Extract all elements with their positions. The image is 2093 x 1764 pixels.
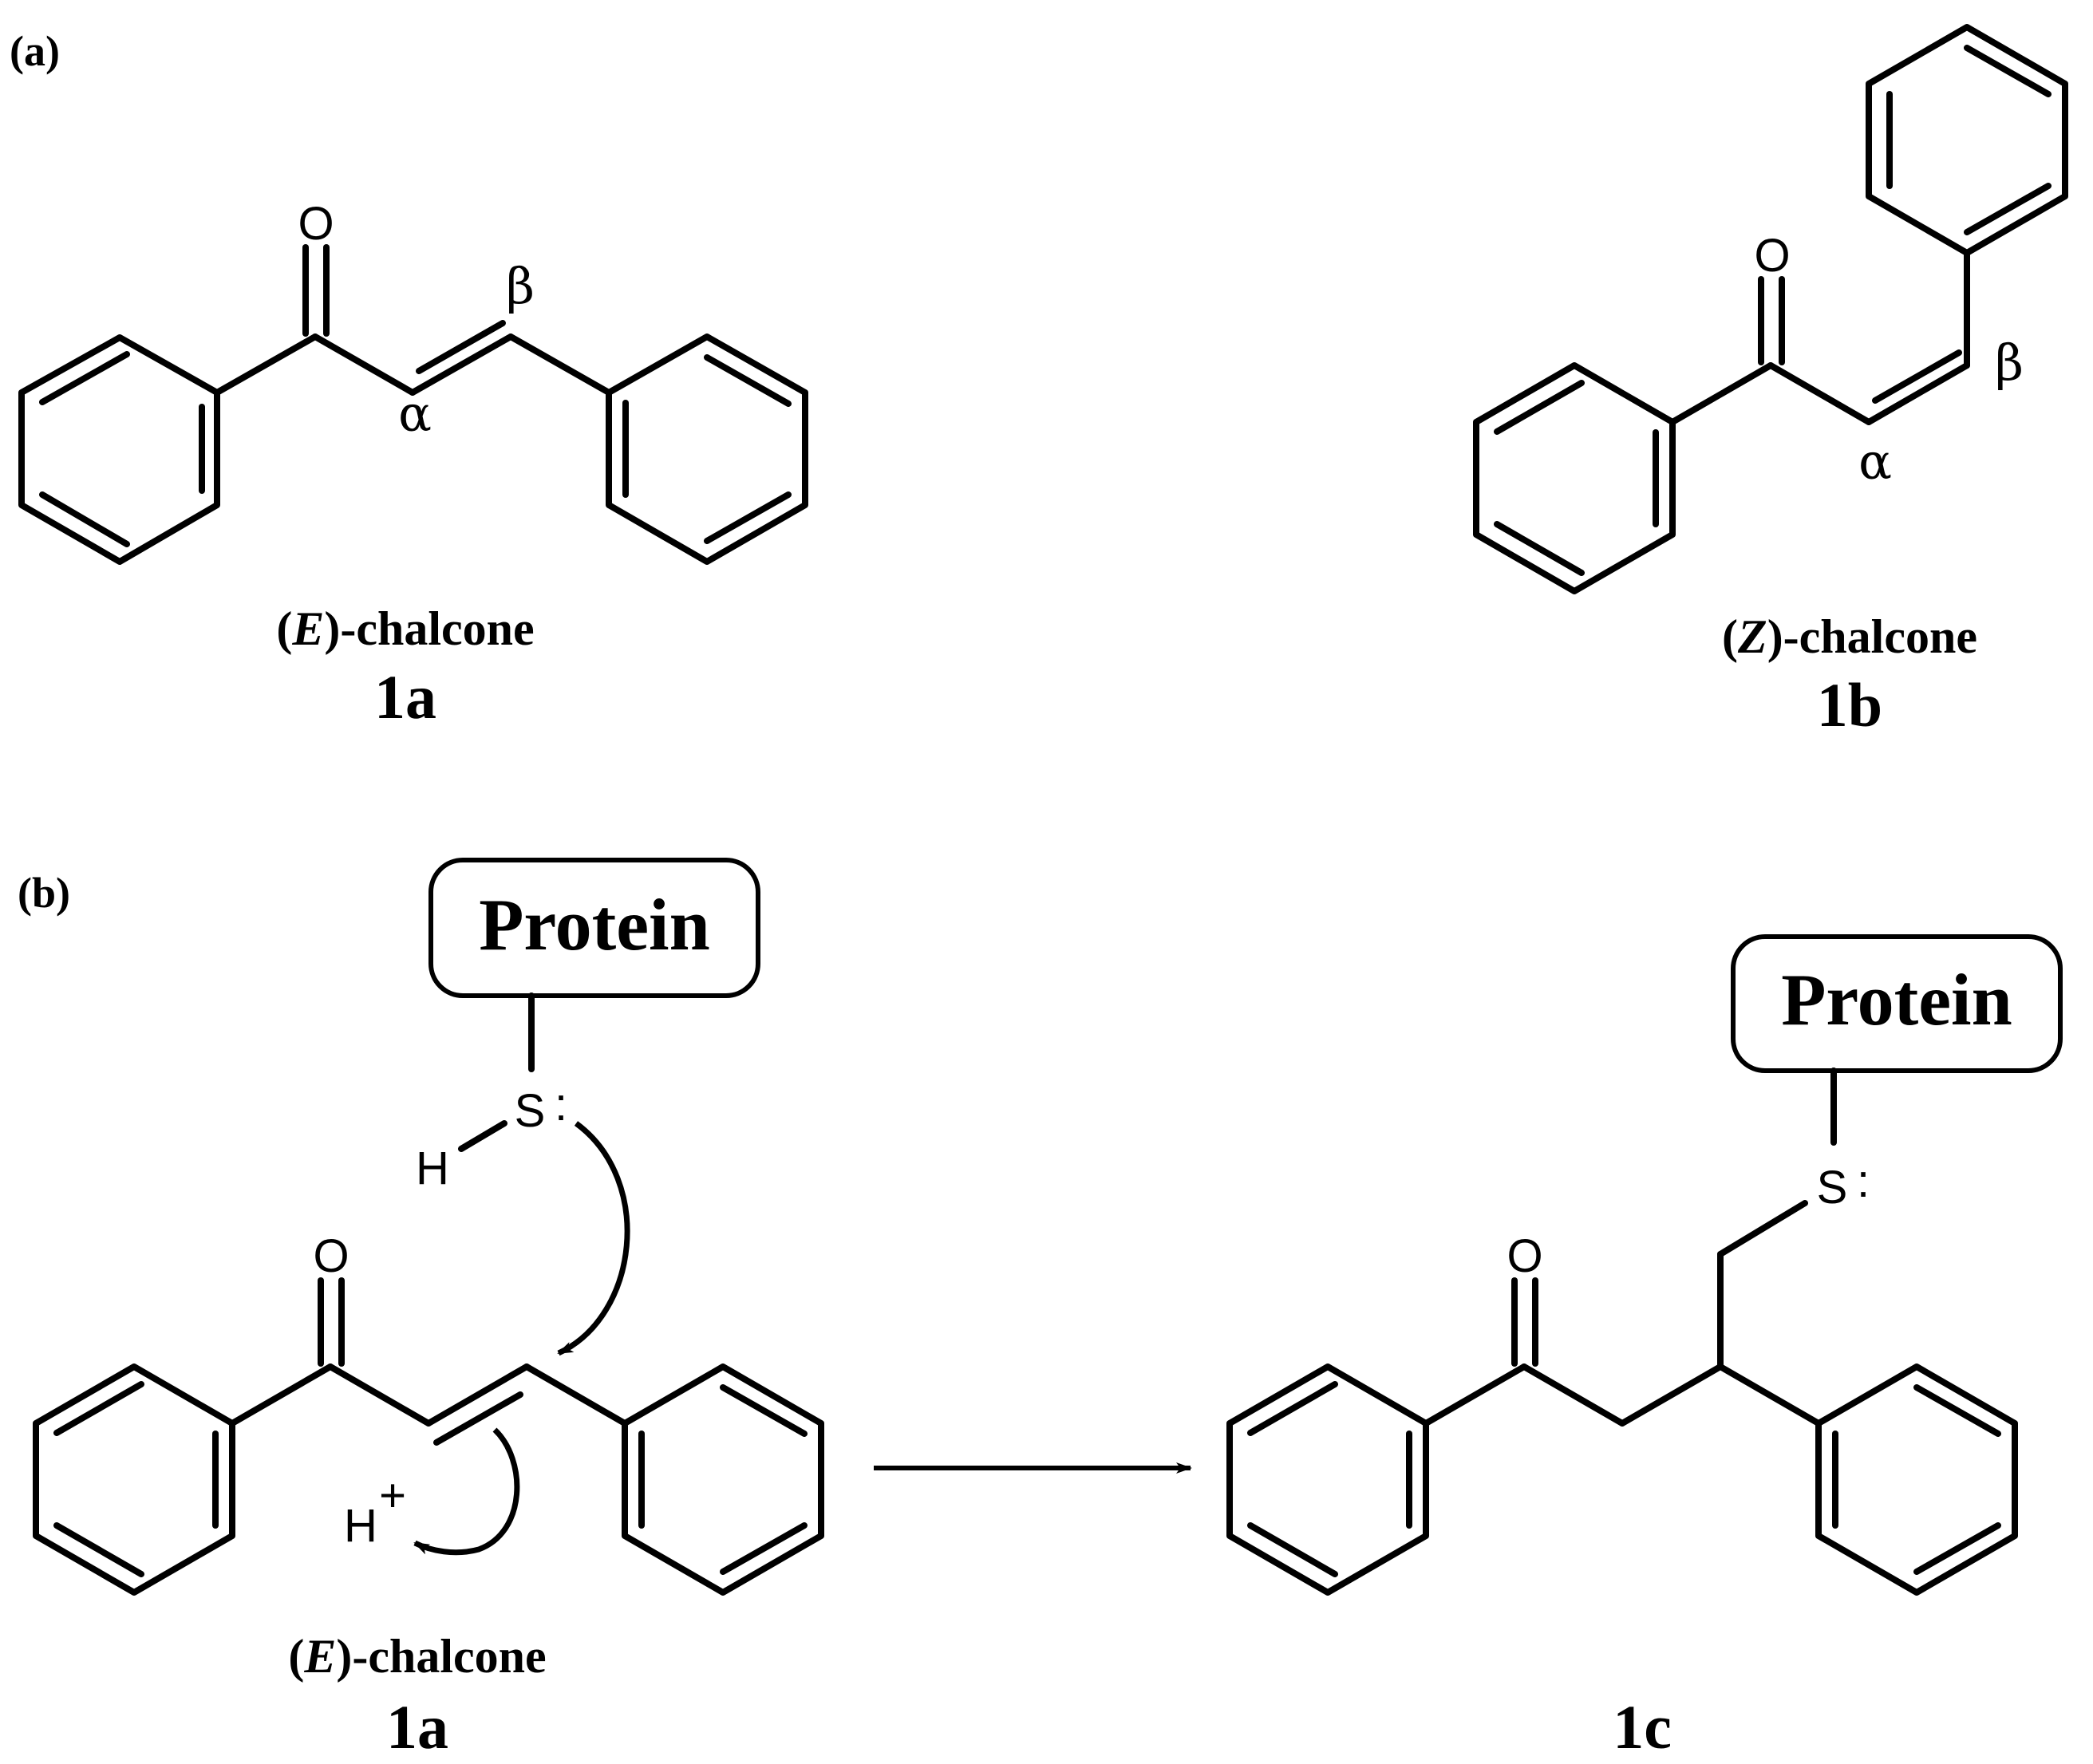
bond-ring-carbonyl (229, 1363, 334, 1427)
beta-label: β (1995, 333, 2024, 392)
compound-number-1a-a: 1a (374, 662, 436, 732)
sulfur-lone-pair: : (1857, 1155, 1870, 1207)
protonation-arrow (413, 1427, 520, 1556)
bond-alpha-beta (1619, 1363, 1724, 1427)
bond-ring-carbonyl (1669, 362, 1774, 425)
oxygen-atom: O (1507, 1230, 1542, 1282)
bond-beta-ring (1717, 1363, 1822, 1427)
sulfur-atom-thiol: S (515, 1085, 546, 1137)
bond-ring-carbonyl (1423, 1363, 1527, 1427)
alkene-double-bond (425, 1363, 530, 1427)
compound-name-e-chalcone-b: (E)-chalcone (288, 1630, 546, 1683)
bond-carbonyl-alpha (1767, 362, 1872, 425)
bond-sulfur-hydrogen (458, 1120, 507, 1152)
z-chalcone-structure: O α β (1473, 24, 2068, 594)
bond-carbonyl-alpha (1521, 1363, 1625, 1427)
styryl-ring (606, 333, 808, 565)
bond-carbonyl-alpha (327, 1363, 432, 1427)
benzoyl-ring (18, 334, 220, 565)
positive-charge: + (379, 1470, 406, 1521)
panel-label-b: (b) (18, 869, 70, 917)
bond-carbonyl-alpha (312, 333, 416, 396)
e-chalcone-structure-a: O α β (18, 198, 808, 565)
benzoyl-ring (33, 1363, 235, 1596)
alpha-label: α (398, 385, 432, 443)
e-chalcone-structure-b: O (33, 1230, 824, 1596)
hydrogen-ion: H (344, 1500, 377, 1552)
alpha-label: α (1858, 432, 1892, 491)
protein-label-product: Protein (1781, 959, 2012, 1040)
alkene-double-bond (409, 333, 514, 396)
sulfur-atom-thioether: S (1817, 1162, 1848, 1213)
bond-beta-ring (507, 333, 612, 396)
compound-number-1b: 1b (1817, 670, 1882, 740)
protein-label-reactant: Protein (479, 884, 710, 965)
compound-name-e-chalcone-a: (E)-chalcone (276, 602, 534, 655)
benzoyl-ring (1473, 362, 1676, 594)
bond-ring-carbonyl (214, 333, 318, 396)
styryl-ring (1866, 24, 2068, 256)
alkene-double-bond (1866, 362, 1970, 425)
oxygen-atom: O (298, 198, 334, 250)
beta-label: β (506, 257, 535, 315)
compound-number-1c: 1c (1613, 1692, 1672, 1762)
nucleophilic-attack-arrow (557, 1121, 630, 1356)
benzoyl-ring (1226, 1363, 1429, 1596)
protein-box-product (1731, 934, 2063, 1073)
panel-label-a: (a) (10, 27, 60, 75)
bond-beta-ring (523, 1363, 628, 1427)
protein-box-reactant (428, 858, 760, 998)
bond-methylene-sulfur (1717, 1200, 1808, 1257)
sulfur-lone-pair: : (555, 1079, 567, 1131)
compound-name-z-chalcone: (Z)-chalcone (1722, 610, 1977, 663)
compound-number-1a-b: 1a (386, 1692, 448, 1762)
hydrogen-atom-thiol: H (416, 1142, 449, 1194)
phenyl-ring (1815, 1363, 2018, 1596)
product-1c-structure: O S : (1226, 1155, 2018, 1596)
oxygen-atom: O (1754, 230, 1790, 282)
oxygen-atom: O (313, 1230, 349, 1282)
styryl-ring (622, 1363, 824, 1596)
